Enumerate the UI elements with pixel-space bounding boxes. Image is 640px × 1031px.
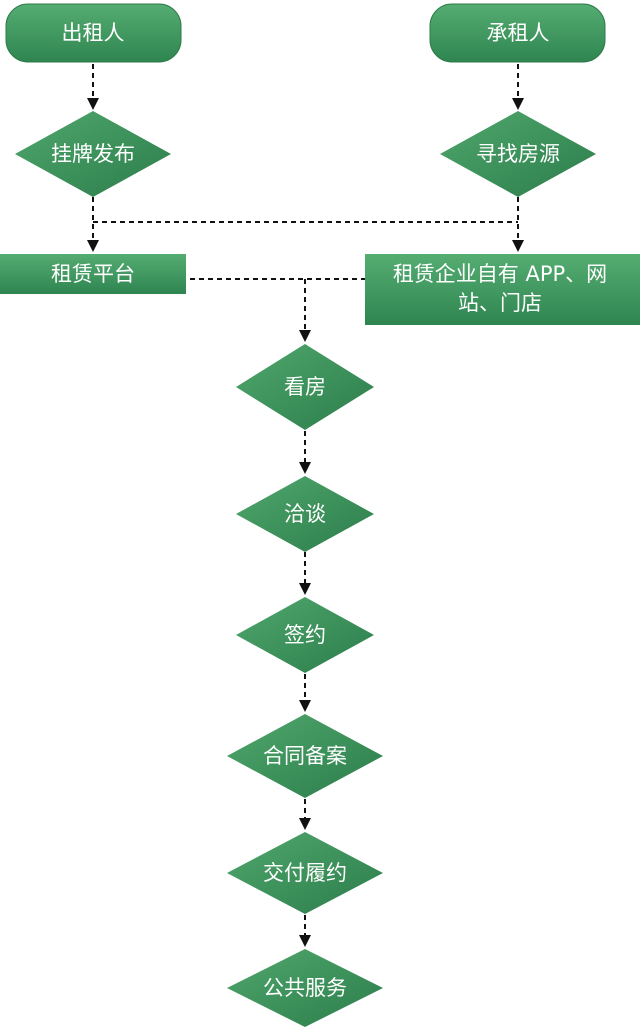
node-find-source-shape (440, 111, 596, 197)
node-delivery-label: 交付履约 (263, 861, 347, 885)
node-lessee-label: 承租人 (487, 21, 550, 45)
node-view-house-shape (236, 344, 374, 430)
node-list-publish-shape (15, 111, 171, 197)
node-public-service-label: 公共服务 (263, 976, 347, 1000)
node-view-house-label: 看房 (284, 375, 326, 399)
arrowhead-icon (299, 583, 311, 595)
node-list-publish: 挂牌发布 (15, 111, 171, 197)
node-negotiate-shape (236, 476, 374, 552)
node-company-channel-label-line2: 站、门店 (458, 291, 542, 315)
arrowhead-icon (299, 818, 311, 830)
node-sign-shape (236, 597, 374, 673)
node-public-service-shape (227, 949, 383, 1027)
arrowhead-icon (299, 330, 311, 342)
node-contract-filing-label: 合同备案 (263, 744, 347, 768)
node-rental-platform-label: 租赁平台 (51, 262, 135, 286)
node-rental-platform-shape (0, 254, 186, 294)
node-contract-filing-shape (227, 714, 383, 798)
arrowhead-icon (299, 462, 311, 474)
node-company-channel-shape (365, 254, 640, 325)
arrowhead-icon (299, 935, 311, 947)
node-rental-platform: 租赁平台 (0, 254, 186, 294)
node-company-channel: 租赁企业自有 APP、网 站、门店 (365, 254, 640, 325)
arrowhead-icon (299, 700, 311, 712)
node-sign: 签约 (236, 597, 374, 673)
node-delivery: 交付履约 (227, 832, 383, 914)
node-lessor-shape (5, 3, 182, 63)
arrowhead-icon (87, 240, 99, 252)
node-view-house: 看房 (236, 344, 374, 430)
node-company-channel-label-line1: 租赁企业自有 APP、网 (393, 262, 607, 286)
node-negotiate-label: 洽谈 (284, 502, 326, 526)
arrowhead-icon (87, 98, 99, 110)
connectors (87, 64, 524, 947)
arrowhead-icon (512, 240, 524, 252)
node-lessee: 承租人 (429, 3, 606, 63)
arrowhead-icon (512, 98, 524, 110)
node-sign-label: 签约 (284, 623, 326, 647)
node-public-service: 公共服务 (227, 949, 383, 1027)
node-lessee-shape (429, 3, 606, 63)
node-contract-filing: 合同备案 (227, 714, 383, 798)
node-find-source-label: 寻找房源 (476, 142, 560, 166)
node-lessor: 出租人 (5, 3, 182, 63)
node-negotiate: 洽谈 (236, 476, 374, 552)
node-delivery-shape (227, 832, 383, 914)
node-lessor-label: 出租人 (62, 21, 125, 45)
node-list-publish-label: 挂牌发布 (51, 142, 135, 166)
node-find-source: 寻找房源 (440, 111, 596, 197)
